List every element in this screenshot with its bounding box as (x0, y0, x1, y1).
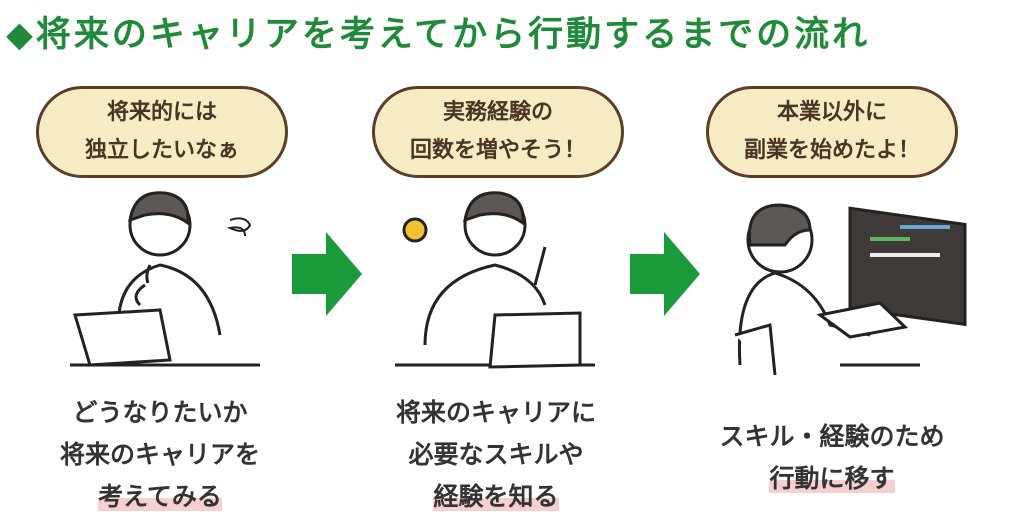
speech-bubble-step-1: 将来的には 独立したいなぁ (36, 86, 288, 178)
caption-step-3: スキル・経験のため 行動に移す (672, 416, 992, 500)
caption-step-2: 将来のキャリアに 必要なスキルや 経験を知る (336, 392, 656, 518)
bubble-line: 実務経験の (442, 100, 553, 125)
caption-line: 将来のキャリアに (395, 398, 596, 427)
caption-line: スキル・経験のため (719, 422, 945, 451)
bubble-line: 本業以外に (776, 100, 887, 125)
flow-arrow-1 (292, 232, 362, 316)
page-title: ◆将来のキャリアを考えてから行動するまでの流れ (6, 15, 871, 55)
bubble-line: 回数を増やそう！ (409, 138, 586, 163)
caption-highlight: 行動に移す (769, 464, 895, 493)
flow-arrow-2 (630, 232, 700, 316)
bubble-line: 独立したいなぁ (84, 138, 239, 163)
caption-line: 将来のキャリアを (59, 440, 260, 469)
speech-bubble-step-3: 本業以外に 副業を始めたよ！ (706, 86, 958, 178)
caption-highlight: 経験を知る (433, 482, 559, 511)
working-person-illustration (734, 203, 967, 375)
caption-highlight: 考えてみる (98, 482, 222, 511)
bubble-line: 将来的には (106, 100, 217, 125)
idea-person-illustration (395, 191, 595, 369)
thinking-person-illustration (70, 191, 260, 367)
bubble-line: 副業を始めたよ！ (743, 138, 920, 163)
caption-line: どうなりたいか (72, 398, 248, 427)
caption-line: 必要なスキルや (408, 440, 584, 469)
speech-bubble-step-2: 実務経験の 回数を増やそう！ (372, 86, 624, 178)
caption-step-1: どうなりたいか 将来のキャリアを 考えてみる (0, 392, 320, 518)
